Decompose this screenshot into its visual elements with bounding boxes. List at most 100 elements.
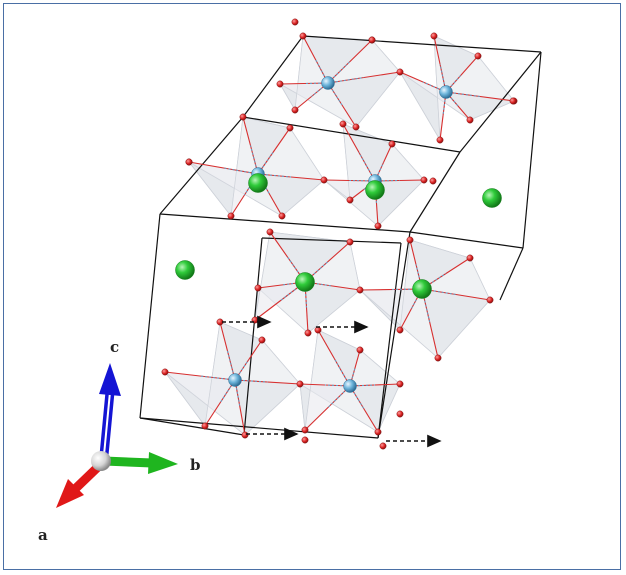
oxygen-atom	[304, 329, 312, 337]
oxygen-atom	[396, 68, 404, 76]
b-axis-arrow	[99, 452, 178, 474]
bond-dashed	[362, 180, 376, 191]
bond	[254, 281, 306, 321]
oxygen-atom	[379, 442, 387, 450]
cell-edge-4	[242, 35, 304, 118]
bond	[269, 231, 306, 283]
oxygen-atom	[239, 113, 247, 121]
oxygen-atom	[301, 436, 309, 444]
cell-edge-13	[139, 417, 379, 439]
cell-edge-8	[159, 213, 411, 233]
oxygen-atom	[266, 228, 274, 236]
unit-cell-edges	[139, 35, 542, 439]
oxygen-atom	[436, 136, 444, 144]
bond-dashed	[311, 82, 329, 97]
oxygen-atom	[254, 284, 262, 292]
oxygen-atom	[258, 336, 266, 344]
cell-edge-1	[302, 35, 542, 53]
oxygen-atom	[429, 177, 437, 185]
blue-cation	[343, 379, 357, 393]
b-axis-label: b	[190, 456, 201, 474]
oxygen-atom	[278, 212, 286, 220]
cell-edge-15	[243, 237, 263, 436]
oxygen-atom	[396, 410, 404, 418]
cell-edge-3	[242, 116, 461, 153]
oxygen-atom	[161, 368, 169, 376]
oxygen-atom	[356, 346, 364, 354]
oxygen-atom	[346, 196, 354, 204]
oxygen-atom	[299, 32, 307, 40]
oxygen-atom	[352, 123, 360, 131]
cell-edge-5	[159, 116, 244, 215]
green-cation	[412, 279, 432, 299]
a-axis-label: a	[38, 526, 48, 544]
c-axis-label: c	[110, 338, 119, 356]
oxygen-atom	[241, 431, 249, 439]
oxygen-atom	[374, 428, 382, 436]
oxygen-atom	[396, 326, 404, 334]
cell-edge-16	[377, 242, 402, 439]
cell-edge-11	[377, 231, 411, 439]
oxygen-atom	[227, 212, 235, 220]
bond	[304, 241, 351, 283]
bond	[359, 288, 423, 291]
blue-cation	[228, 373, 242, 387]
oxygen-atom	[509, 97, 517, 105]
bond	[421, 288, 491, 301]
green-cation	[295, 272, 315, 292]
oxygen-atom	[201, 422, 209, 430]
axis-origin-sphere	[91, 451, 111, 471]
oxygen-atom	[320, 176, 328, 184]
green-cation	[482, 188, 502, 208]
c-axis-arrow	[99, 363, 121, 460]
oxygen-atom	[368, 36, 376, 44]
blue-cation	[439, 85, 453, 99]
octahedron-face	[304, 281, 361, 334]
oxygen-atom	[474, 52, 482, 60]
green-cation	[365, 180, 385, 200]
cell-edge-6	[409, 151, 461, 233]
oxygen-atom	[296, 380, 304, 388]
cell-edge-10	[139, 213, 161, 419]
oxygen-atom	[430, 32, 438, 40]
bond-dashed	[374, 162, 384, 182]
cell-edge-12	[499, 247, 524, 301]
oxygen-atom	[388, 140, 396, 148]
green-cation	[175, 260, 195, 280]
bond	[164, 371, 236, 381]
oxygen-atom	[286, 124, 294, 132]
displacement-arrows	[222, 315, 442, 448]
oxygen-atom	[466, 116, 474, 124]
cell-edge-9	[409, 231, 524, 249]
oxygen-atom	[420, 176, 428, 184]
cell-edge-14	[261, 237, 402, 244]
oxygen-atom	[356, 286, 364, 294]
bond-dashed	[349, 367, 356, 387]
bond-dashed	[445, 91, 459, 107]
bond	[445, 91, 515, 102]
oxygen-atom	[374, 222, 382, 230]
oxygen-atom	[276, 80, 284, 88]
bond	[304, 385, 351, 431]
cell-edge-17	[139, 417, 245, 436]
bond	[188, 161, 259, 175]
cell-edge-7	[522, 51, 542, 249]
oxygen-atom	[291, 18, 299, 26]
atom-layer	[161, 18, 518, 450]
a-axis-arrow	[56, 460, 105, 508]
oxygen-atom	[434, 354, 442, 362]
oxygen-atom	[406, 236, 414, 244]
oxygen-atom	[346, 238, 354, 246]
bond	[421, 288, 439, 359]
green-cation	[248, 173, 268, 193]
oxygen-atom	[396, 380, 404, 388]
cell-edge-2	[459, 51, 542, 153]
oxygen-atom	[339, 120, 347, 128]
oxygen-atom	[291, 106, 299, 114]
axis-triad: c b a	[38, 338, 201, 544]
oxygen-atom	[185, 158, 193, 166]
bond	[327, 39, 373, 84]
blue-cation	[321, 76, 335, 90]
octahedra-layer	[163, 34, 516, 436]
